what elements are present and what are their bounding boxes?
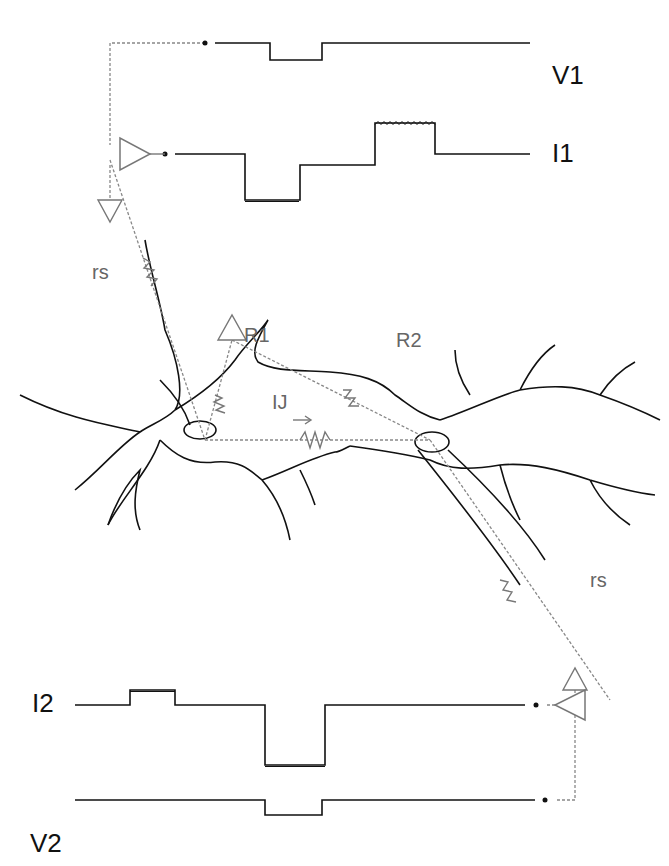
pipette [160, 380, 545, 585]
wire [150, 153, 165, 154]
component-label: rs [590, 570, 607, 590]
signal-trace [75, 43, 535, 815]
noise-stroke [130, 691, 175, 692]
ground-symbol [98, 200, 587, 690]
current-arrow [293, 416, 311, 424]
noise-stroke [265, 766, 325, 767]
signal-name: V1 [552, 62, 584, 88]
noise-stroke [375, 122, 435, 125]
trace-noise [130, 122, 435, 767]
signal-name: V2 [30, 830, 62, 856]
amplifier [120, 138, 585, 720]
signal-name: I2 [32, 690, 54, 716]
noise-stroke [245, 201, 299, 202]
signal-name: I1 [552, 140, 574, 166]
terminal [163, 41, 548, 803]
component-label: rs [92, 262, 109, 282]
equivalent-circuit [110, 43, 610, 800]
resistor-symbol [143, 258, 516, 602]
component-label: IJ [272, 392, 288, 412]
cell-outlines [20, 240, 660, 540]
component-label: R2 [396, 330, 422, 350]
component-label: R1 [244, 325, 270, 345]
